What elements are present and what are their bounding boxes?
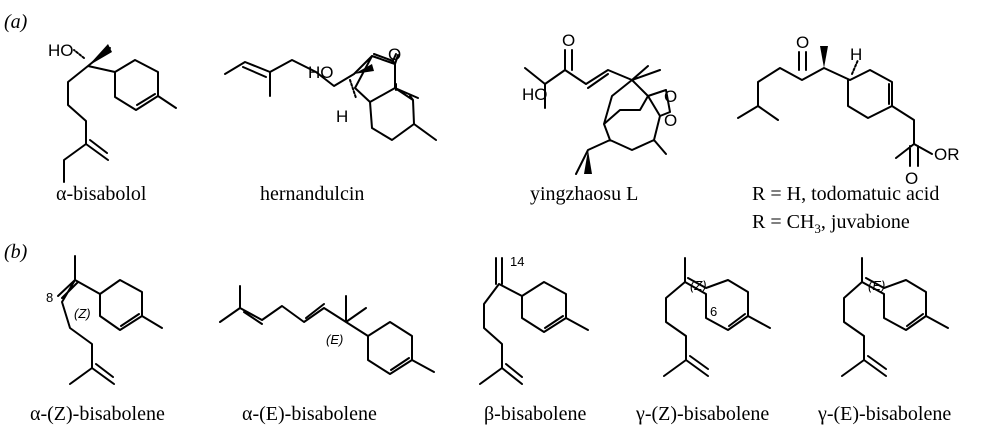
compound-name-beta-bisabolene: β-bisabolene bbox=[484, 403, 586, 425]
compound-name-alpha-bisabolol: α-bisabolol bbox=[56, 183, 147, 205]
atom-label-ho: HO bbox=[522, 85, 548, 104]
structure-hernandulcin: HO O H bbox=[224, 45, 437, 141]
atom-label-o: O bbox=[796, 33, 809, 52]
compound-name-hernandulcin: hernandulcin bbox=[260, 183, 364, 205]
atom-label-o: O bbox=[388, 45, 401, 64]
wedge-bond bbox=[584, 150, 592, 174]
structure-beta-bisabolene: 14 bbox=[479, 254, 589, 385]
structure-alpha-bisabolol: HO bbox=[48, 41, 177, 183]
atom-label-o: O bbox=[664, 87, 677, 106]
stereo-descriptor-z: (Z) bbox=[74, 306, 91, 321]
atom-label-o: O bbox=[562, 31, 575, 50]
compound-name-todomatuic-acid: R = H, todomatuic acid bbox=[752, 183, 939, 205]
compound-name-yingzhaosu-l: yingzhaosu L bbox=[530, 183, 638, 205]
compound-name-gamma-z-bisabolene: γ-(Z)-bisabolene bbox=[635, 403, 769, 425]
compound-name-juvabione: R = CH3, juvabione bbox=[752, 211, 910, 236]
structure-yingzhaosu-l: HO O O O bbox=[522, 31, 677, 175]
structure-gamma-z-bisabolene: (Z) 6 bbox=[663, 257, 771, 377]
stereo-descriptor-e: (E) bbox=[326, 332, 343, 347]
compound-name-alpha-z-bisabolene: α-(Z)-bisabolene bbox=[30, 403, 165, 425]
structure-todomatuic-acid: O H OR O bbox=[737, 33, 960, 188]
atom-label-or: OR bbox=[934, 145, 960, 164]
wedge-bond bbox=[88, 44, 112, 66]
stereo-descriptor-e: (E) bbox=[868, 278, 885, 293]
wedge-bond bbox=[354, 64, 374, 74]
atom-label-h: H bbox=[850, 45, 862, 64]
locant-6: 6 bbox=[710, 304, 717, 319]
compound-name-alpha-e-bisabolene: α-(E)-bisabolene bbox=[242, 403, 377, 425]
locant-14: 14 bbox=[510, 254, 524, 269]
atom-label-ho: HO bbox=[308, 63, 334, 82]
stereo-descriptor-z: (Z) bbox=[690, 278, 707, 293]
atom-label-h: H bbox=[336, 107, 348, 126]
structure-alpha-e-bisabolene: (E) bbox=[219, 285, 435, 375]
atom-label-ho: HO bbox=[48, 41, 74, 60]
panel-label-a: (a) bbox=[4, 11, 28, 33]
panel-label-b: (b) bbox=[4, 241, 28, 263]
structure-alpha-z-bisabolene: 8 (Z) bbox=[46, 255, 163, 385]
compound-name-gamma-e-bisabolene: γ-(E)-bisabolene bbox=[817, 403, 951, 425]
atom-label-o: O bbox=[664, 111, 677, 130]
structure-gamma-e-bisabolene: (E) bbox=[841, 257, 949, 377]
locant-8: 8 bbox=[46, 290, 53, 305]
wedge-bond bbox=[820, 46, 828, 68]
atom-label-o: O bbox=[905, 169, 918, 188]
